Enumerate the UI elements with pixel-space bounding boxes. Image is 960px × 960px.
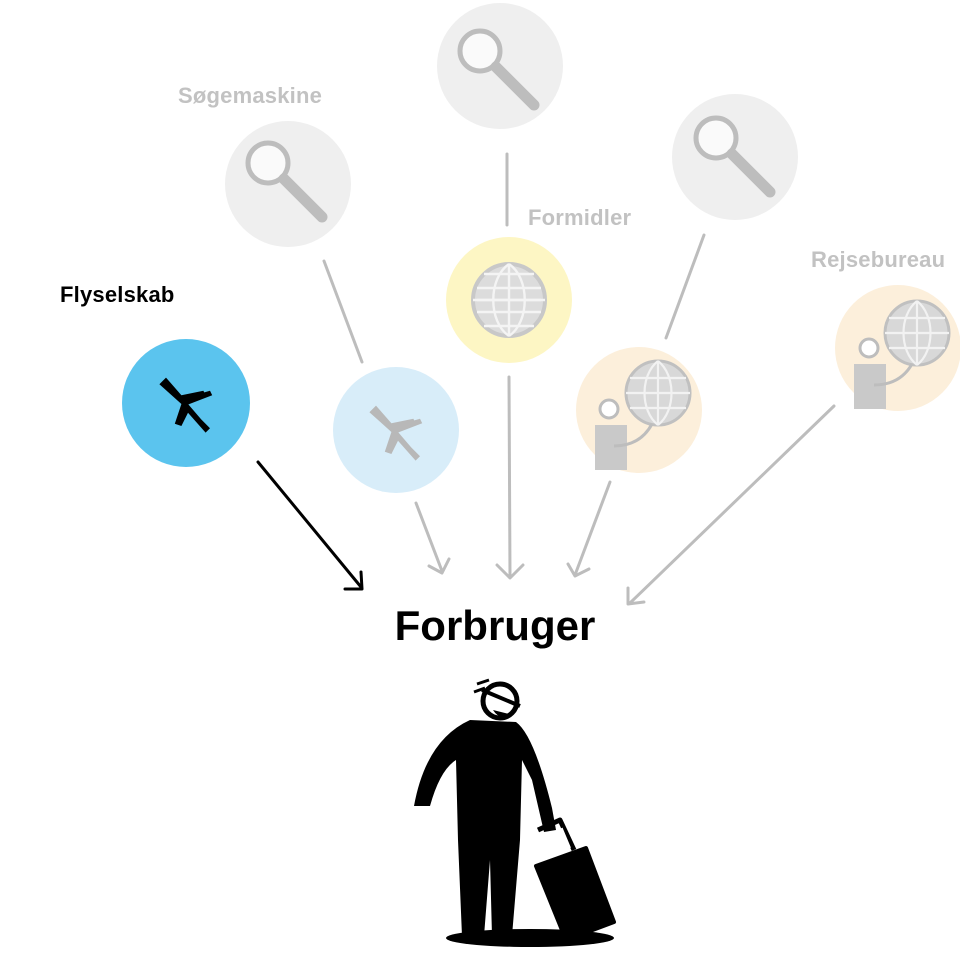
connector-searchengine-to-airline <box>322 259 364 364</box>
arrow-airline-active <box>256 460 364 591</box>
connector-searchengine-to-agency <box>664 233 706 340</box>
arrow-agency-right <box>626 404 836 606</box>
search-engine-node-right <box>672 94 798 220</box>
label-flyselskab: Flyselskab <box>60 282 175 307</box>
label-rejsebureau: Rejsebureau <box>811 247 946 272</box>
arrow-intermediary <box>495 375 525 580</box>
airline-node-muted <box>333 367 459 493</box>
airline-node-active <box>122 339 250 467</box>
agent-globe-icon <box>595 359 692 470</box>
magnifier-icon <box>457 28 540 111</box>
travel-agency-node-center <box>576 347 702 473</box>
arrow-airline-muted <box>414 501 451 575</box>
label-sogemaskine: Søgemaskine <box>178 83 323 108</box>
traveler-with-suitcase-icon <box>414 678 616 947</box>
magnifier-icon <box>245 140 328 223</box>
intermediary-node <box>446 237 572 363</box>
search-engine-node-top <box>437 3 563 129</box>
agent-globe-icon <box>854 299 951 409</box>
travel-agency-node-right <box>835 285 960 411</box>
consumer-title: Forbruger <box>394 602 596 649</box>
arrow-agency <box>566 480 612 578</box>
label-formidler: Formidler <box>528 205 632 230</box>
magnifier-icon <box>693 115 776 198</box>
globe-icon <box>471 262 547 338</box>
search-engine-node-left <box>225 121 351 247</box>
connector-lines <box>256 152 836 606</box>
